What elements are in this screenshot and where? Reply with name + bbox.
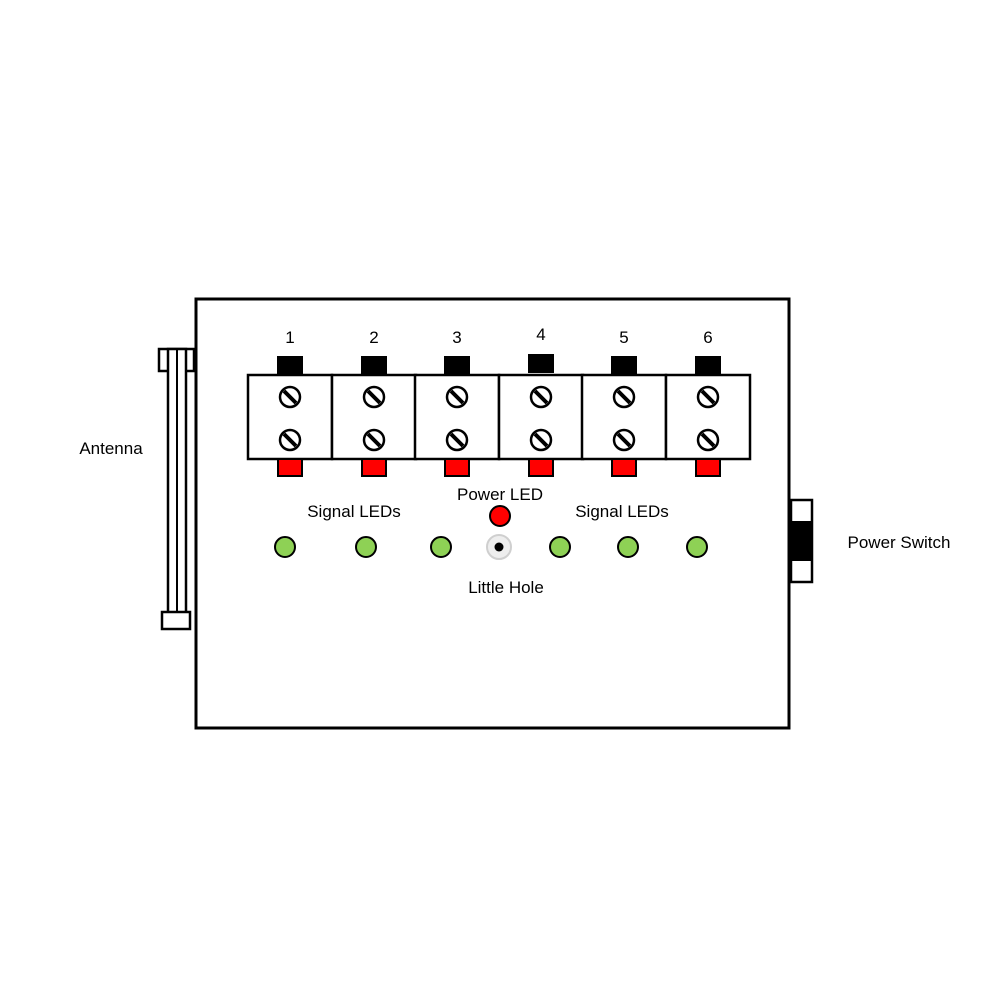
terminal-6: 6 <box>664 328 752 477</box>
relay-indicator <box>695 458 721 477</box>
relay-indicator <box>361 458 387 477</box>
power-led-label: Power LED <box>457 485 543 504</box>
terminal-3: 3 <box>413 328 501 477</box>
terminal-number: 4 <box>536 325 545 344</box>
top-connector <box>277 356 303 375</box>
signal-led <box>274 536 296 558</box>
screw-icon[interactable] <box>445 385 469 409</box>
top-connector <box>611 356 637 375</box>
screw-icon[interactable] <box>362 428 386 452</box>
top-connector <box>444 356 470 375</box>
screw-icon[interactable] <box>612 385 636 409</box>
screw-icon[interactable] <box>529 385 553 409</box>
little-hole-label: Little Hole <box>468 578 544 597</box>
little-hole[interactable] <box>486 534 512 560</box>
terminal-2: 2 <box>330 328 418 477</box>
signal-leds-left-label: Signal LEDs <box>307 502 401 521</box>
terminal-block-row: 1 2 3 4 5 6 <box>246 325 752 477</box>
screw-icon[interactable] <box>445 428 469 452</box>
relay-indicator <box>611 458 637 477</box>
power-switch-label: Power Switch <box>848 533 951 552</box>
antenna-label: Antenna <box>79 439 143 458</box>
terminal-number: 3 <box>452 328 461 347</box>
signal-led-row <box>274 536 708 558</box>
terminal-4: 4 <box>497 325 585 477</box>
signal-led <box>686 536 708 558</box>
signal-led <box>617 536 639 558</box>
power-led <box>489 505 511 527</box>
signal-leds-right-label: Signal LEDs <box>575 502 669 521</box>
relay-indicator <box>528 458 554 477</box>
antenna <box>157 347 196 631</box>
relay-indicator <box>277 458 303 477</box>
top-connector <box>695 356 721 375</box>
screw-icon[interactable] <box>612 428 636 452</box>
screw-icon[interactable] <box>529 428 553 452</box>
terminal-number: 5 <box>619 328 628 347</box>
terminal-number: 2 <box>369 328 378 347</box>
terminal-number: 6 <box>703 328 712 347</box>
terminal-number: 1 <box>285 328 294 347</box>
signal-led <box>355 536 377 558</box>
screw-icon[interactable] <box>278 385 302 409</box>
top-connector <box>528 354 554 373</box>
top-connector <box>361 356 387 375</box>
signal-led <box>549 536 571 558</box>
power-switch[interactable] <box>789 498 814 584</box>
screw-icon[interactable] <box>696 428 720 452</box>
terminal-1: 1 <box>246 328 334 477</box>
screw-icon[interactable] <box>278 428 302 452</box>
screw-icon[interactable] <box>362 385 386 409</box>
terminal-5: 5 <box>580 328 668 477</box>
signal-led <box>430 536 452 558</box>
screw-icon[interactable] <box>696 385 720 409</box>
relay-indicator <box>444 458 470 477</box>
